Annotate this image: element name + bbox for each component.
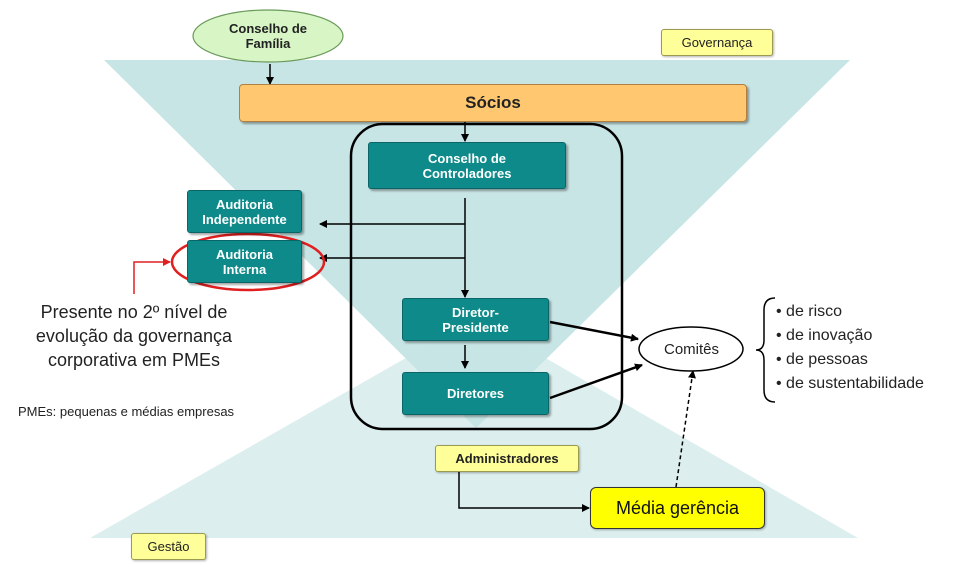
committee-list: • de risco • de inovação • de pessoas • … <box>776 300 924 396</box>
comites-node: Comitês <box>663 340 719 358</box>
executive-frame <box>349 122 624 431</box>
annotation-note: Presente no 2º nível de evolução da gove… <box>35 302 233 370</box>
highlight-circle <box>170 232 326 292</box>
administradores-label: Administradores <box>435 445 579 472</box>
governanca-triangle <box>104 60 850 428</box>
committee-item: • de inovação <box>776 327 873 344</box>
committee-item: • de sustentabilidade <box>776 375 924 392</box>
auditoria-interna-node: Auditoria Interna <box>187 240 302 283</box>
committee-brace <box>755 297 776 403</box>
arrow-media-comites <box>675 370 696 488</box>
highlight-pointer <box>133 258 171 294</box>
socios-bar: Sócios <box>239 84 747 122</box>
committee-item: • de risco <box>776 303 843 320</box>
comites-ellipse <box>638 326 744 372</box>
arrow-diretores-comites <box>549 363 643 400</box>
arrow-administradores-media <box>458 472 590 512</box>
familia-ellipse <box>192 9 344 63</box>
diretores-node: Diretores <box>402 372 549 415</box>
media-gerencia-node: Média gerência <box>590 487 765 529</box>
auditoria-independente-node: Auditoria Independente <box>187 190 302 233</box>
gestao-label: Gestão <box>131 533 206 560</box>
committee-item: • de pessoas <box>776 351 868 368</box>
diretor-presidente-node: Diretor- Presidente <box>402 298 549 341</box>
arrow-presidente-comites <box>549 320 639 342</box>
conselho-familia-node: Conselho de Família <box>228 21 307 51</box>
conselho-controladores-node: Conselho de Controladores <box>368 142 566 189</box>
annotation-footnote: PMEs: pequenas e médias empresas <box>18 404 235 419</box>
governanca-label: Governança <box>661 29 773 56</box>
